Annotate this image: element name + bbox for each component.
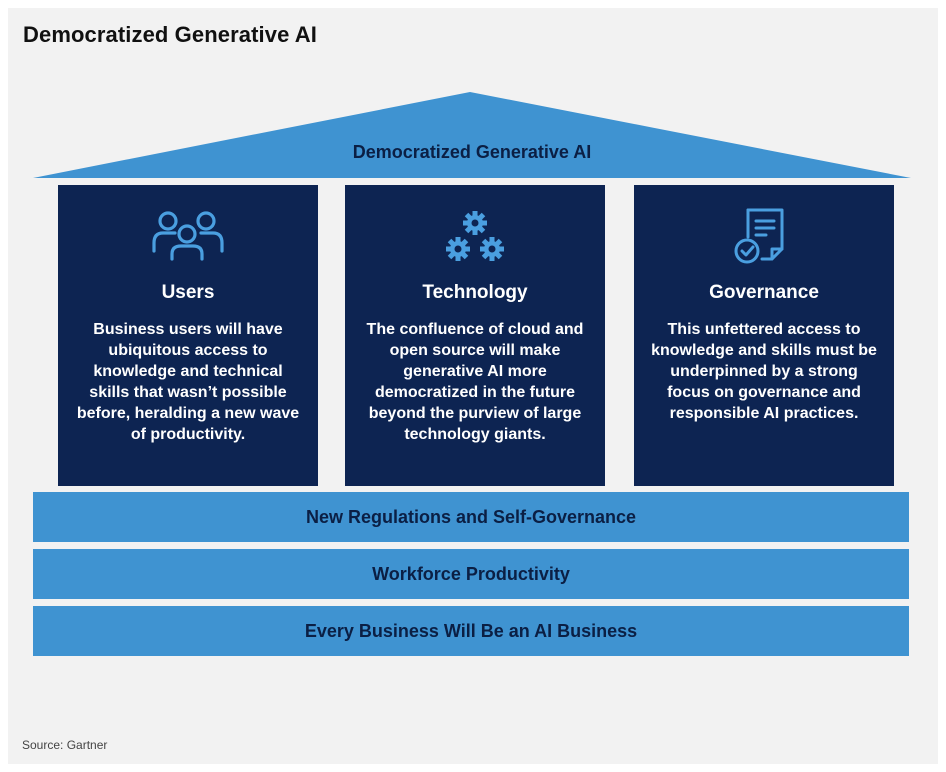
pillar-technology: Technology The confluence of cloud and o… — [345, 185, 605, 486]
pillar-description: The confluence of cloud and open source … — [366, 321, 584, 443]
foundation-band-productivity: Workforce Productivity — [33, 549, 909, 599]
source-note: Source: Gartner — [22, 738, 108, 752]
roof: Democratized Generative AI — [33, 92, 911, 182]
pillar-governance: Governance This unfettered access to kno… — [634, 185, 894, 486]
document-check-icon — [734, 208, 784, 264]
pillar-title: Technology — [422, 282, 528, 303]
pillar-users: Users Business users will have ubiquitou… — [58, 185, 318, 486]
diagram-panel: Democratized Generative AI Democratized … — [8, 8, 938, 764]
users-group-icon — [152, 211, 224, 261]
pillar-description: This unfettered access to knowledge and … — [651, 321, 877, 422]
pillar-title: Users — [161, 282, 215, 303]
page-title: Democratized Generative AI — [23, 22, 318, 47]
roof-label: Democratized Generative AI — [352, 142, 592, 162]
roof-triangle — [33, 92, 911, 178]
foundation-band-ai-business: Every Business Will Be an AI Business — [33, 606, 909, 656]
gears-icon — [446, 211, 504, 261]
foundation-band-regulations: New Regulations and Self-Governance — [33, 492, 909, 542]
pillar-description: Business users will have ubiquitous acce… — [76, 321, 300, 443]
pillar-title: Governance — [709, 282, 819, 303]
